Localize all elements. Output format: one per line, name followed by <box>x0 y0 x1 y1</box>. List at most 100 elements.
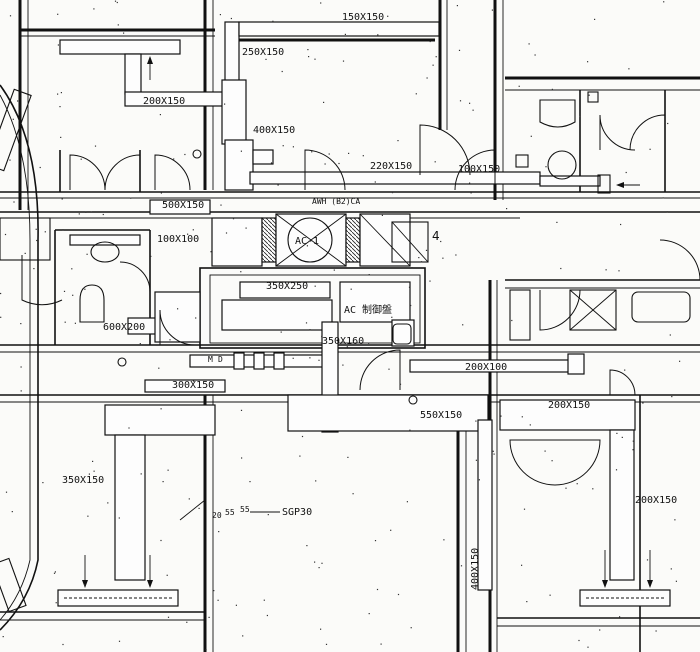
speckle-dot <box>116 1 118 4</box>
speckle-dot <box>306 545 308 547</box>
label-220x150: 220X150 <box>370 161 412 172</box>
speckle-dot <box>662 197 664 199</box>
speckle-dot <box>213 590 215 592</box>
speckle-dot <box>605 269 607 271</box>
speckle-dot <box>59 106 61 108</box>
pipe-marker <box>179 499 206 521</box>
label-damper-d: D <box>218 355 223 364</box>
speckle-dot <box>242 635 244 637</box>
speckle-dot <box>377 34 379 36</box>
speckle-dot <box>323 101 325 103</box>
speckle-dot <box>272 20 274 22</box>
speckle-dot <box>160 192 162 194</box>
speckle-dot <box>217 599 219 601</box>
speckle-dot <box>318 359 320 361</box>
speckle-dot <box>218 531 220 533</box>
speckle-dot <box>632 440 634 442</box>
speckle-dot <box>35 228 37 230</box>
speckle-dot <box>5 491 8 493</box>
speckle-dot <box>39 166 41 169</box>
scan-speckle <box>0 0 681 651</box>
speckle-dot <box>192 229 194 231</box>
speckle-dot <box>578 639 580 642</box>
speckle-dot <box>594 18 596 20</box>
speckle-dot <box>166 574 168 576</box>
speckle-dot <box>399 383 402 385</box>
speckle-dot <box>61 198 63 200</box>
speckle-dot <box>440 240 442 243</box>
speckle-dot <box>472 109 474 111</box>
speckle-dot <box>57 93 59 95</box>
speckle-dot <box>63 290 66 292</box>
speckle-dot <box>71 268 73 270</box>
speckle-dot <box>615 469 618 471</box>
speckle-dot <box>469 182 471 184</box>
speckle-dot <box>418 257 420 259</box>
speckle-dot <box>432 64 434 66</box>
speckle-dot <box>225 232 228 234</box>
speckle-dot <box>374 181 376 183</box>
speckle-dot <box>249 481 251 483</box>
speckle-dot <box>321 335 323 337</box>
speckle-dot <box>425 249 428 251</box>
label-ac-control-panel: AC 制御盤 <box>344 303 392 316</box>
speckle-dot <box>232 218 235 220</box>
speckle-dot <box>500 415 502 417</box>
speckle-dot <box>350 288 352 290</box>
label-150x150: 150X150 <box>342 12 384 23</box>
speckle-dot <box>74 322 76 324</box>
speckle-dot <box>80 158 82 160</box>
speckle-dot <box>320 628 322 630</box>
speckle-dot <box>669 334 671 336</box>
speckle-dot <box>380 643 382 645</box>
speckle-dot <box>408 286 411 288</box>
speckle-dot <box>72 294 74 296</box>
label-damper-m: M <box>208 355 213 364</box>
speckle-dot <box>391 192 394 194</box>
speckle-dot <box>281 70 283 73</box>
speckle-dot <box>670 568 672 570</box>
speckle-dot <box>93 470 95 472</box>
speckle-dot <box>159 114 161 116</box>
speckle-dot <box>0 292 2 295</box>
speckle-dot <box>493 453 495 455</box>
speckle-dot <box>442 257 444 259</box>
label-dim-b: 55 <box>240 505 250 514</box>
speckle-dot <box>62 229 64 231</box>
speckle-dot <box>292 146 294 148</box>
speckle-dot <box>344 33 346 35</box>
speckle-dot <box>210 251 212 253</box>
speckle-dot <box>309 329 311 331</box>
speckle-dot <box>299 455 301 457</box>
speckle-dot <box>352 493 354 495</box>
label-500x150: 500X150 <box>162 200 204 211</box>
speckle-dot <box>475 420 477 422</box>
speckle-dot <box>368 342 370 344</box>
speckle-dot <box>529 424 531 426</box>
speckle-dot <box>518 85 520 87</box>
speckle-dot <box>160 539 162 542</box>
speckle-dot <box>368 274 370 276</box>
speckle-dot <box>308 56 310 58</box>
speckle-dot <box>325 643 328 645</box>
speckle-dot <box>20 366 22 368</box>
speckle-dot <box>545 166 547 168</box>
speckle-dot <box>24 252 26 254</box>
speckle-dot <box>186 621 188 623</box>
speckle-dot <box>114 0 117 2</box>
speckle-dot <box>642 402 644 404</box>
speckle-dot <box>42 482 44 484</box>
speckle-dot <box>20 390 22 392</box>
speckle-dot <box>160 408 162 410</box>
speckle-dot <box>128 427 130 429</box>
speckle-dot <box>368 613 370 615</box>
speckle-dot <box>198 507 200 509</box>
speckle-dot <box>663 1 665 3</box>
speckle-dot <box>118 640 121 642</box>
speckle-dot <box>620 223 622 226</box>
speckle-dot <box>192 380 195 382</box>
speckle-dot <box>277 184 279 186</box>
speckle-dot <box>9 15 12 17</box>
speckle-dot <box>625 171 627 174</box>
speckle-dot <box>556 221 558 223</box>
